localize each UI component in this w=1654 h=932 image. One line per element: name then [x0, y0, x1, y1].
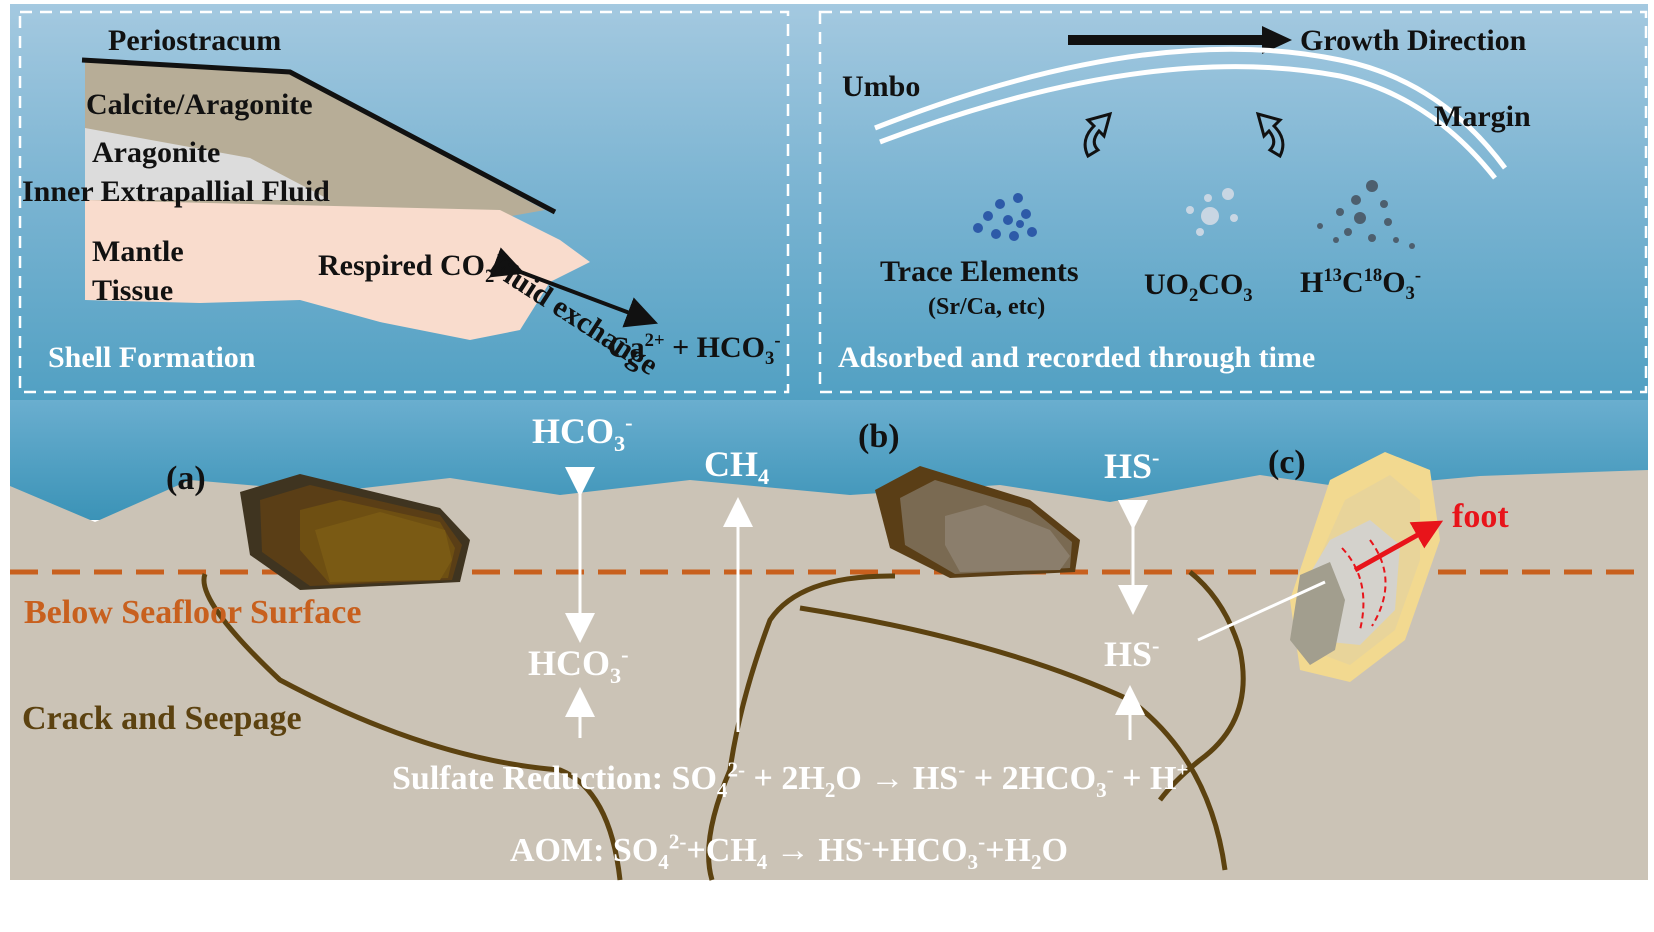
- shell-arc-outer: [874, 46, 1508, 170]
- double-arrow-icon: [489, 247, 658, 328]
- shell-icon: [240, 474, 470, 590]
- hs-uptake-line: [1197, 580, 1326, 642]
- shell-formation-panel: [18, 10, 790, 394]
- ca-hco3-label: Ca2+ + HCO3-: [608, 330, 781, 369]
- margin-label: Margin: [1434, 100, 1531, 133]
- label-b: (b): [858, 418, 900, 455]
- mantle-tissue: [85, 200, 590, 340]
- uo2co3-label: UO2CO3: [1144, 268, 1253, 306]
- foot-label: foot: [1452, 498, 1509, 535]
- hs-mid-label: HS-: [1104, 633, 1160, 674]
- hco3-top-label: HCO3-: [532, 410, 633, 457]
- umbo-label: Umbo: [842, 70, 921, 103]
- inner-fluid-label: Inner Extrapallial Fluid: [22, 175, 330, 208]
- calcite-aragonite-label: Calcite/Aragonite: [86, 88, 313, 121]
- shell-icon: [875, 466, 1080, 578]
- label-a: (a): [166, 460, 206, 497]
- periostracum-line: [81, 57, 557, 215]
- dot-cluster-icon: [1186, 188, 1238, 236]
- shell-arc-inner: [879, 64, 1497, 180]
- foot-arrow: [1353, 520, 1444, 573]
- curved-arrow-icon: [1083, 111, 1113, 159]
- ch4-label: CH4: [704, 444, 770, 490]
- hs-top-label: HS-: [1104, 445, 1160, 486]
- periostracum-label: Periostracum: [108, 24, 282, 57]
- isotope-label: H13C18O3-: [1300, 265, 1422, 304]
- aom-equation: AOM: SO42-+CH4 → HS-+HCO3-+H2O: [510, 829, 1068, 874]
- mantle-label: Mantle: [92, 235, 184, 268]
- hco3-mid-label: HCO3-: [528, 642, 629, 689]
- record-panel: [818, 10, 1648, 394]
- crack-seepage-label: Crack and Seepage: [22, 700, 302, 737]
- label-c: (c): [1268, 444, 1306, 481]
- record-panel-title: Adsorbed and recorded through time: [838, 341, 1316, 374]
- aragonite-layer: [85, 128, 330, 200]
- below-seafloor-label: Below Seafloor Surface: [24, 594, 362, 631]
- growth-arrow-head: [1262, 26, 1292, 54]
- curved-arrow-icon: [1255, 111, 1285, 159]
- trace-elements-note: (Sr/Ca, etc): [928, 294, 1046, 320]
- sulfate-reduction-equation: Sulfate Reduction: SO42- + 2H2O → HS- + …: [392, 757, 1189, 802]
- shell-formation-title: Shell Formation: [48, 341, 256, 374]
- trace-elements-label: Trace Elements: [880, 255, 1079, 288]
- respired-co2-label: Respired CO2: [318, 249, 495, 287]
- dot-cluster-icon: [1317, 180, 1415, 249]
- tissue-label: Tissue: [92, 274, 174, 307]
- aragonite-label: Aragonite: [92, 136, 221, 169]
- growth-direction-label: Growth Direction: [1300, 24, 1527, 57]
- dot-cluster-icon: [973, 193, 1037, 241]
